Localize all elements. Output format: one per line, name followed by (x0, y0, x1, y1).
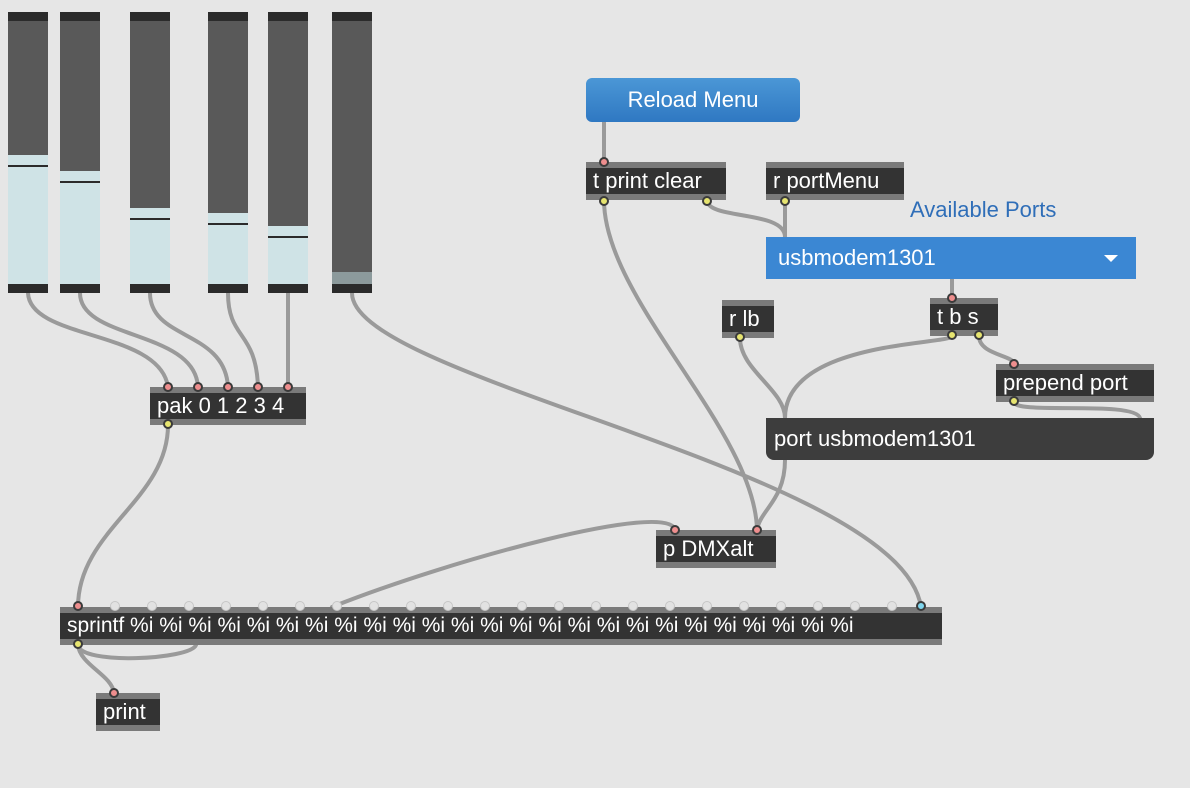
inlet-port[interactable] (163, 382, 173, 392)
outlet-port[interactable] (947, 330, 957, 340)
outlet-port[interactable] (599, 196, 609, 206)
outlet-port[interactable] (735, 332, 745, 342)
object-pak[interactable]: pak 0 1 2 3 4 (150, 387, 306, 425)
available-ports-heading: Available Ports (910, 197, 1057, 222)
inlet-port[interactable] (184, 601, 194, 611)
inlet-port[interactable] (670, 525, 680, 535)
object-r-lb[interactable]: r lb (722, 300, 774, 338)
inlet-port[interactable] (147, 601, 157, 611)
object-sprintf-label: sprintf %i %i %i %i %i %i %i %i %i %i %i… (67, 614, 854, 637)
object-r-lb-label: r lb (729, 306, 760, 331)
outlet-port[interactable] (780, 196, 790, 206)
slider-1-knob[interactable] (8, 165, 48, 167)
inlet-port[interactable] (776, 601, 786, 611)
slider-1-fill (8, 155, 48, 284)
chevron-down-icon (1104, 255, 1118, 262)
cord-prepend-port (1012, 400, 1142, 420)
object-p-dmxalt[interactable]: p DMXalt (656, 530, 776, 568)
cord-rlb-port (738, 336, 787, 420)
slider-4[interactable] (208, 12, 248, 293)
inlet-port[interactable] (887, 601, 897, 611)
cord-pak-sprintf (76, 423, 170, 609)
slider-2-fill (60, 171, 100, 284)
inlet-port[interactable] (752, 525, 762, 535)
inlet-port[interactable] (295, 601, 305, 611)
inlet-port[interactable] (253, 382, 263, 392)
inlet-port[interactable] (665, 601, 675, 611)
inlet-port[interactable] (406, 601, 416, 611)
inlet-port[interactable] (332, 601, 342, 611)
slider-2-knob[interactable] (60, 181, 100, 183)
cord-slider2-pak (78, 291, 200, 389)
object-t-print-clear-label: t print clear (593, 168, 702, 193)
object-t-b-s[interactable]: t b s (930, 298, 998, 336)
object-prepend-port-label: prepend port (1003, 370, 1128, 395)
object-pak-label: pak 0 1 2 3 4 (157, 393, 285, 418)
inlet-port[interactable] (283, 382, 293, 392)
cord-sprintf-loop (76, 643, 198, 661)
slider-6[interactable] (332, 12, 372, 293)
cord-sprintf-print (76, 643, 116, 695)
object-t-b-s-label: t b s (937, 304, 979, 329)
object-t-print-clear[interactable]: t print clear (586, 162, 726, 200)
slider-4-knob[interactable] (208, 223, 248, 225)
slider-3-knob[interactable] (130, 218, 170, 220)
inlet-port[interactable] (850, 601, 860, 611)
object-print[interactable]: print (96, 693, 160, 731)
reload-menu-button[interactable]: Reload Menu (586, 78, 800, 122)
cord-port-pdmx (755, 458, 787, 532)
outlet-port[interactable] (702, 196, 712, 206)
inlet-port[interactable] (110, 601, 120, 611)
cord-tbs-prepend (977, 334, 1016, 366)
inlet-port[interactable] (554, 601, 564, 611)
cord-slider4-pak (226, 291, 260, 389)
inlet-port[interactable] (480, 601, 490, 611)
outlet-port[interactable] (974, 330, 984, 340)
inlet-port[interactable] (193, 382, 203, 392)
inlet-port[interactable] (443, 601, 453, 611)
inlet-port[interactable] (1009, 359, 1019, 369)
inlet-port[interactable] (599, 157, 609, 167)
object-sprintf[interactable]: sprintf %i %i %i %i %i %i %i %i %i %i %i… (60, 607, 942, 645)
inlet-port[interactable] (916, 601, 926, 611)
inlet-port[interactable] (258, 601, 268, 611)
slider-5[interactable] (268, 12, 308, 293)
object-p-dmxalt-label: p DMXalt (663, 536, 754, 561)
object-print-label: print (103, 699, 146, 724)
inlet-port[interactable] (109, 688, 119, 698)
inlet-port[interactable] (628, 601, 638, 611)
cord-tprint-pdmx (602, 198, 759, 532)
slider-1[interactable] (8, 12, 48, 293)
object-r-portmenu[interactable]: r portMenu (766, 162, 904, 200)
inlet-port[interactable] (591, 601, 601, 611)
object-prepend-port[interactable]: prepend port (996, 364, 1154, 402)
inlet-port[interactable] (813, 601, 823, 611)
inlet-port[interactable] (223, 382, 233, 392)
slider-6-fill (332, 272, 372, 284)
outlet-port[interactable] (163, 419, 173, 429)
object-r-portmenu-label: r portMenu (773, 168, 880, 193)
slider-3[interactable] (130, 12, 170, 293)
inlet-port[interactable] (702, 601, 712, 611)
cord-sprintf-pdmx (330, 519, 677, 609)
inlet-port[interactable] (221, 601, 231, 611)
inlet-port[interactable] (73, 601, 83, 611)
slider-5-fill (268, 226, 308, 284)
cord-tbs-port (783, 334, 954, 420)
cord-slider1-pak (26, 291, 170, 389)
slider-5-knob[interactable] (268, 236, 308, 238)
outlet-port[interactable] (1009, 396, 1019, 406)
message-port-box[interactable]: port usbmodem1301 (766, 418, 1154, 460)
port-menu-selected: usbmodem1301 (778, 245, 936, 270)
inlet-port[interactable] (517, 601, 527, 611)
inlet-port[interactable] (369, 601, 379, 611)
inlet-port[interactable] (739, 601, 749, 611)
inlet-port[interactable] (947, 293, 957, 303)
slider-2[interactable] (60, 12, 100, 293)
port-menu-dropdown[interactable]: usbmodem1301 (766, 237, 1136, 279)
cord-slider3-pak (148, 291, 230, 389)
slider-3-fill (130, 208, 170, 284)
outlet-port[interactable] (73, 639, 83, 649)
cord-tprint-r-menu (705, 198, 787, 239)
